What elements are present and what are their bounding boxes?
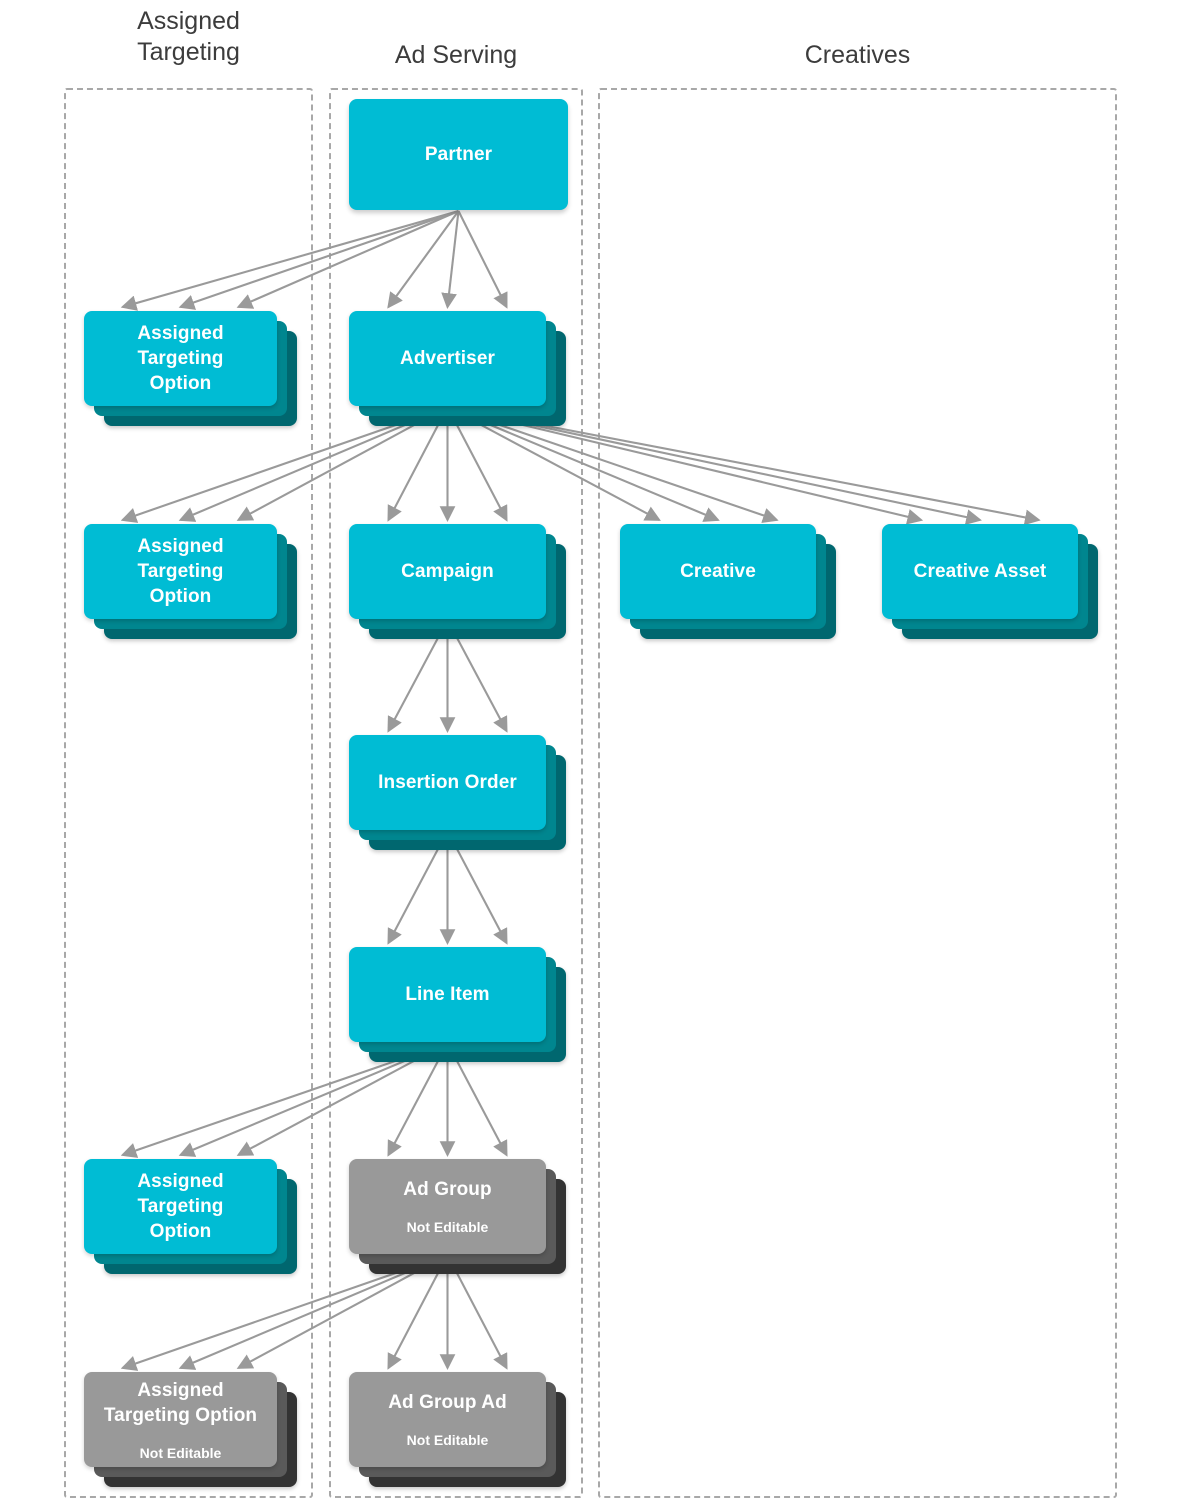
node-title-line: Targeting [137, 1196, 224, 1217]
node-title-line: Option [149, 1221, 212, 1242]
node-title-line: Assigned [137, 1171, 224, 1192]
node-title-line: Assigned [137, 323, 224, 344]
column-title-line-1: Creatives [804, 41, 911, 69]
column-title-line-2: Targeting [137, 38, 240, 66]
node-title-line: Option [149, 373, 212, 394]
node-card[interactable]: Advertiser [349, 311, 546, 406]
node-title: Insertion Order [378, 772, 517, 793]
node-subtitle-not-editable: Not Editable [406, 1432, 489, 1448]
node-card[interactable]: Insertion Order [349, 735, 546, 830]
node-card[interactable]: Line Item [349, 947, 546, 1042]
node-title: Ad Group Ad [388, 1392, 507, 1413]
column-title-line-1: Assigned [137, 7, 240, 35]
swimlane-assigned-targeting [64, 88, 313, 1498]
swimlane-ad-serving [329, 88, 583, 1498]
column-title-creatives: Creatives [598, 40, 1117, 71]
node-card[interactable]: Partner [349, 99, 568, 210]
node-title-line: Targeting Option [103, 1404, 258, 1426]
node-title: Line Item [405, 984, 490, 1005]
node-title: Ad Group [403, 1179, 492, 1200]
node-partner[interactable]: Partner [349, 99, 568, 210]
node-title: Advertiser [400, 348, 495, 369]
node-title-line: Option [149, 586, 212, 607]
node-title-line: Assigned [137, 1379, 224, 1401]
node-card[interactable]: Creative Asset [882, 524, 1078, 619]
node-card[interactable]: Ad Group Ad Not Editable [349, 1372, 546, 1467]
column-title-line-1: Ad Serving [394, 41, 518, 69]
node-subtitle-not-editable: Not Editable [406, 1219, 489, 1235]
node-title: Partner [424, 144, 493, 165]
node-card[interactable]: Campaign [349, 524, 546, 619]
node-title: Campaign [401, 561, 494, 582]
node-title: Creative [680, 561, 756, 582]
node-campaign[interactable]: Campaign [349, 524, 566, 639]
column-title-assigned-targeting: Assigned Targeting [64, 6, 313, 68]
node-insertion-order[interactable]: Insertion Order [349, 735, 566, 850]
node-advertiser[interactable]: Advertiser [349, 311, 566, 426]
swimlane-creatives [598, 88, 1117, 1498]
node-title: Creative Asset [913, 561, 1047, 582]
node-card[interactable]: Creative [620, 524, 816, 619]
column-title-ad-serving: Ad Serving [329, 40, 583, 71]
node-title-line: Targeting [137, 348, 224, 369]
node-ad-group-ad[interactable]: Ad Group Ad Not Editable [349, 1372, 566, 1487]
node-title-line: Targeting [137, 561, 224, 582]
node-title-line: Assigned [137, 536, 224, 557]
node-subtitle-not-editable: Not Editable [139, 1444, 222, 1461]
node-creative[interactable]: Creative [620, 524, 836, 639]
node-line-item[interactable]: Line Item [349, 947, 566, 1062]
node-creative-asset[interactable]: Creative Asset [882, 524, 1098, 639]
